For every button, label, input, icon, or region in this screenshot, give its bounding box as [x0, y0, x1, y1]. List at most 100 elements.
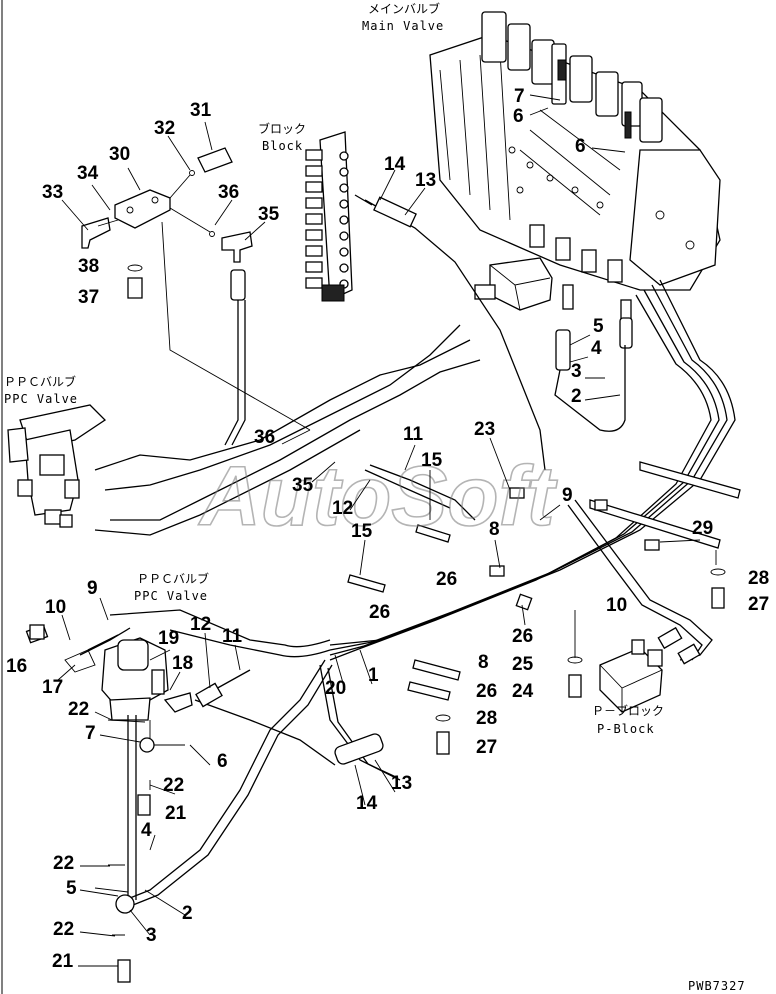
main-valve-label-jp: メインバルブ	[368, 1, 440, 16]
callout-26: 26	[476, 681, 497, 702]
callout-15: 15	[351, 521, 373, 542]
callout-22: 22	[163, 775, 184, 796]
callout-38: 38	[78, 256, 99, 277]
block-port-fitting	[305, 197, 323, 209]
callout-7: 7	[514, 86, 525, 107]
callout-33: 33	[42, 182, 63, 203]
callout-14: 14	[356, 793, 378, 814]
callout-19: 19	[158, 628, 179, 649]
callout-28: 28	[748, 568, 769, 589]
callout-22: 22	[53, 919, 74, 940]
p-block-label-jp: Ｐ－ブロック	[592, 703, 664, 718]
main-valve-label-en: Main Valve	[362, 19, 444, 33]
callout-36: 36	[254, 427, 275, 448]
callout-29: 29	[692, 518, 713, 539]
callout-37: 37	[78, 287, 99, 308]
ppc-valve-lower-label-en: PPC Valve	[134, 589, 208, 603]
callout-8: 8	[489, 519, 500, 540]
callout-27: 27	[748, 594, 769, 615]
tee-block-assembly	[81, 147, 253, 299]
callout-23: 23	[474, 419, 495, 440]
callout-3: 3	[571, 361, 582, 382]
callout-26: 26	[436, 569, 457, 590]
callout-20: 20	[325, 678, 346, 699]
callout-14: 14	[384, 154, 406, 175]
callout-25: 25	[512, 654, 534, 675]
callout-4: 4	[141, 820, 152, 841]
callout-2: 2	[182, 903, 193, 924]
callout-13: 13	[391, 773, 412, 794]
callout-16: 16	[6, 656, 27, 677]
callout-26: 26	[369, 602, 390, 623]
callout-32: 32	[154, 118, 175, 139]
callout-27: 27	[476, 737, 497, 758]
callout-10: 10	[45, 597, 66, 618]
block-port-fitting	[305, 277, 323, 289]
callout-35: 35	[258, 204, 280, 225]
block-label-en: Block	[262, 139, 303, 153]
p-block	[599, 639, 663, 713]
block-port-nut	[339, 247, 349, 257]
block-port-fitting	[305, 229, 323, 241]
watermark: AutoSoft	[198, 449, 558, 543]
callout-10: 10	[606, 595, 627, 616]
block-label-jp: ブロック	[258, 121, 306, 136]
hardware-bolts	[29, 487, 726, 983]
ppc-valve-lower	[25, 624, 193, 721]
callout-17: 17	[42, 677, 63, 698]
callout-12: 12	[190, 614, 211, 635]
callout-12: 12	[332, 498, 353, 519]
callout-22: 22	[53, 853, 74, 874]
ppc-valve-lower-label-jp: ＰＰＣバルブ	[137, 571, 209, 586]
callout-26: 26	[512, 626, 533, 647]
hose-runs	[79, 194, 741, 914]
callout-3: 3	[146, 925, 157, 946]
callout-6: 6	[513, 106, 524, 127]
callout-8: 8	[478, 652, 489, 673]
callout-15: 15	[421, 450, 443, 471]
callout-30: 30	[109, 144, 130, 165]
block-port-nut	[339, 167, 349, 177]
block-port-fitting	[305, 213, 323, 225]
callout-13: 13	[415, 170, 436, 191]
block-port-nut	[339, 215, 349, 225]
callout-34: 34	[77, 163, 99, 184]
block-port-fitting	[305, 261, 323, 273]
block-port-nut	[339, 231, 349, 241]
callout-9: 9	[87, 578, 98, 599]
solenoid-block	[474, 257, 553, 311]
distribution-block	[305, 131, 353, 302]
block-port-nut	[339, 263, 349, 273]
block-port-nut	[339, 199, 349, 209]
ppc-valve-left-label-jp: ＰＰＣバルブ	[4, 374, 76, 389]
callout-31: 31	[190, 100, 212, 121]
callout-1: 1	[368, 665, 379, 686]
callout-21: 21	[165, 803, 187, 824]
callout-6: 6	[217, 751, 228, 772]
callout-5: 5	[66, 878, 77, 899]
callout-7: 7	[85, 723, 96, 744]
callout-numbers: 7 6 6 31 32 30 34 33 36 35 38 37 14 13 5…	[6, 86, 769, 972]
callout-11: 11	[403, 424, 424, 445]
callout-2: 2	[571, 386, 582, 407]
callout-21: 21	[52, 951, 74, 972]
callout-5: 5	[593, 316, 604, 337]
block-port-nut	[339, 151, 349, 161]
callout-24: 24	[512, 681, 534, 702]
callout-6: 6	[575, 136, 586, 157]
block-port-fitting	[305, 165, 323, 177]
block-port-fitting	[305, 245, 323, 257]
callout-28: 28	[476, 708, 497, 729]
main-valve	[429, 11, 721, 371]
ppc-valve-left	[7, 404, 107, 528]
drawing-code: PWB7327	[688, 979, 746, 993]
callout-18: 18	[172, 653, 193, 674]
callout-22: 22	[68, 699, 89, 720]
block-port-nut	[339, 183, 349, 193]
ppc-valve-left-label-en: PPC Valve	[4, 392, 78, 406]
callout-9: 9	[562, 485, 573, 506]
callout-11: 11	[222, 626, 243, 647]
block-port-fitting	[305, 181, 323, 193]
leader-lines	[57, 94, 717, 967]
